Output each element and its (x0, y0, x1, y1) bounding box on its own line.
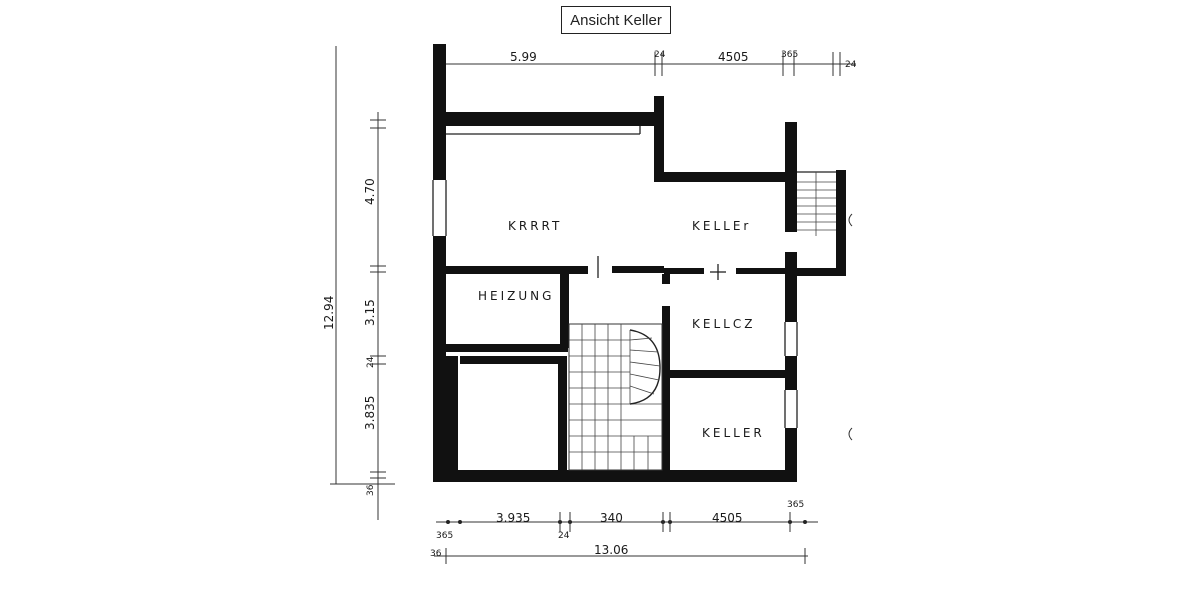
dim-top-4: 365 (781, 50, 798, 60)
window-markers (432, 180, 853, 441)
page-title: Ansicht Keller (561, 6, 671, 34)
dim-bottom-outer: 36 (430, 549, 442, 559)
dim-bottom-4: 340 (600, 511, 623, 525)
staircase (568, 323, 663, 471)
dim-left-4: 3.835 (363, 396, 377, 430)
bottom-dimension-line: 365 3.935 24 340 4505 365 13.06 36 (430, 500, 818, 564)
dim-top-2: 24 (654, 50, 666, 60)
dim-top-3: 4505 (718, 50, 749, 64)
dim-left-3: 24 (366, 356, 376, 368)
dim-bottom-3: 24 (558, 531, 570, 541)
room-label-1: KRRRT (508, 219, 562, 233)
dim-left-total: 12.94 (322, 296, 336, 330)
walls (433, 44, 846, 482)
room-label-2: KELLEr (692, 219, 751, 233)
dim-bottom-2: 3.935 (496, 511, 530, 525)
dim-bottom-5: 4505 (712, 511, 743, 525)
dim-left-2: 3.15 (363, 299, 377, 326)
outside-stairs (797, 172, 836, 236)
dim-top-1: 5.99 (510, 50, 537, 64)
top-dimension-line: 5.99 24 4505 365 24 (446, 50, 857, 76)
dim-left-1: 4.70 (363, 178, 377, 205)
dim-top-5: 24 (845, 60, 857, 70)
left-dimension-line: 4.70 3.15 24 3.835 36 12.94 (322, 46, 395, 520)
dim-bottom-1: 365 (436, 531, 453, 541)
dim-bottom-6: 365 (787, 500, 804, 510)
room-label-4: KELLCZ (692, 317, 755, 331)
dim-bottom-total: 13.06 (594, 543, 628, 557)
room-label-5: KELLER (702, 426, 765, 440)
dim-left-5: 36 (366, 484, 376, 496)
room-label-heizung: HEIZUNG (478, 289, 554, 303)
